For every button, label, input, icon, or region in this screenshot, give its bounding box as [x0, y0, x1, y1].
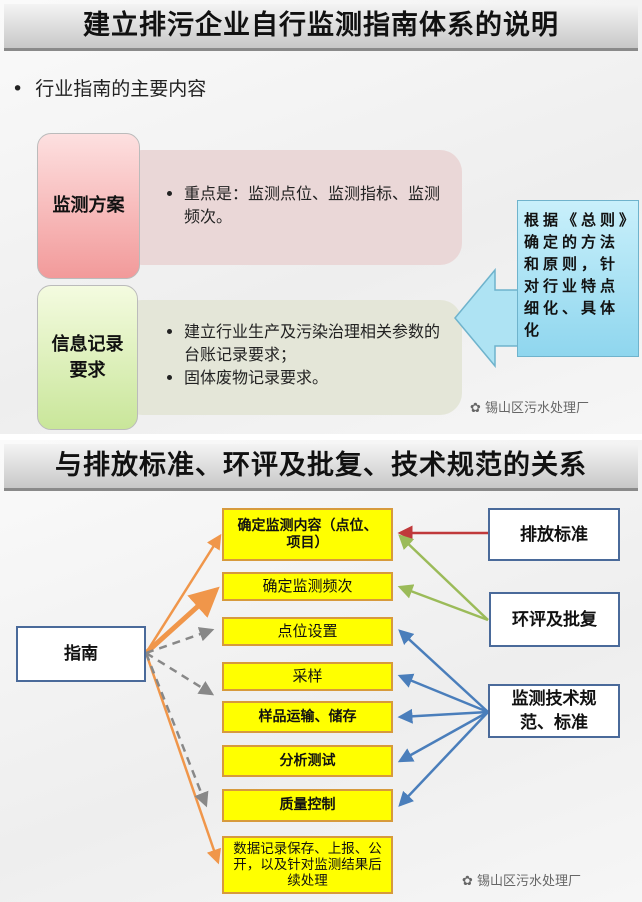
- panel-info-record: 建立行业生产及污染治理相关参数的台账记录要求；固体废物记录要求。: [120, 300, 462, 415]
- step-content: 确定监测内容（点位、项目）: [222, 508, 393, 561]
- panel-item: 重点是：监测点位、监测指标、监测频次。: [184, 182, 444, 228]
- panel-item: 固体废物记录要求。: [184, 366, 444, 389]
- step-sampling: 采样: [222, 662, 393, 691]
- label-info-record: 信息记录要求: [37, 285, 138, 430]
- box-guide: 指南: [16, 626, 146, 682]
- arrow-guide-to-sampling: [145, 651, 215, 696]
- step-data-record: 数据记录保存、上报、公开，以及针对监测结果后续处理: [222, 836, 393, 894]
- box-eia-approval: 环评及批复: [489, 592, 620, 647]
- box-emission-standard: 排放标准: [488, 508, 620, 561]
- callout-general-rules: 根据《总则》确定的方法和原则，针对行业特点细化、具体化: [517, 200, 639, 357]
- slide-relationship: 与排放标准、环评及批复、技术规范的关系 指南 确定监测内容（点位、项目） 确定监…: [0, 440, 642, 902]
- arrow-eia-to-content: [398, 534, 489, 621]
- watermark: ✿ 锡山区污水处理厂: [470, 401, 590, 416]
- step-quality-control: 质量控制: [222, 789, 393, 822]
- slide-title: 与排放标准、环评及批复、技术规范的关系: [4, 444, 638, 491]
- slide-guide-system: 建立排污企业自行监测指南体系的说明 • 行业指南的主要内容 重点是：监测点位、监…: [0, 0, 642, 434]
- slide-title: 建立排污企业自行监测指南体系的说明: [4, 4, 638, 51]
- panel-item: 建立行业生产及污染治理相关参数的台账记录要求；: [184, 320, 444, 366]
- arrow-eia-to-frequency: [397, 584, 489, 622]
- step-analysis: 分析测试: [222, 745, 393, 777]
- step-point-setting: 点位设置: [222, 617, 393, 646]
- watermark-text: 锡山区污水处理厂: [477, 874, 582, 889]
- arrow-guide-to-content: [144, 533, 222, 654]
- main-bullet-text: 行业指南的主要内容: [35, 78, 207, 100]
- box-technical-spec: 监测技术规范、标准: [488, 684, 620, 738]
- arrow-guide-to-point: [145, 627, 215, 655]
- arrow-guide-to-data: [144, 652, 222, 865]
- step-transport: 样品运输、储存: [222, 701, 393, 733]
- step-frequency: 确定监测频次: [222, 572, 393, 601]
- arrow-guide-to-frequency: [144, 586, 220, 655]
- watermark: ✿ 锡山区污水处理厂: [462, 874, 582, 889]
- watermark-text: 锡山区污水处理厂: [485, 401, 590, 416]
- label-monitoring-plan: 监测方案: [37, 133, 140, 279]
- main-bullet: • 行业指南的主要内容: [12, 78, 207, 100]
- panel-monitoring-plan: 重点是：监测点位、监测指标、监测频次。: [120, 150, 462, 265]
